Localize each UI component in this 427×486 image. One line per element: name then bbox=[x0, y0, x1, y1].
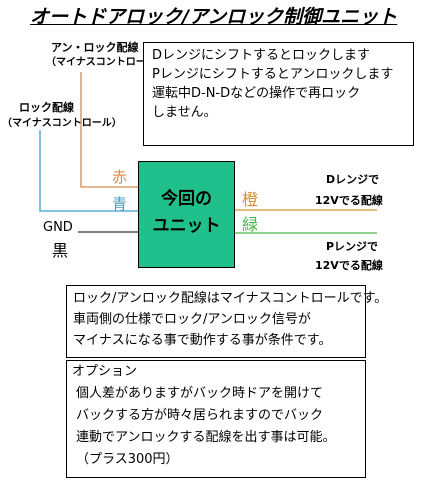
condition-info-box: ロック/アンロック配線はマイナスコントロールです。 車両側の仕様でロック/アンロ… bbox=[66, 285, 388, 358]
unlock-wire-sublabel: （マイナスコントロール） bbox=[46, 57, 166, 68]
note-line: Dレンジにシフトするとロックします bbox=[152, 48, 371, 63]
green-wire-label: 緑 bbox=[242, 215, 259, 234]
d-range-label: Dレンジで bbox=[326, 173, 380, 186]
p-range-label: Pレンジで bbox=[326, 240, 379, 253]
note-line: しません。 bbox=[152, 105, 217, 120]
orange-wire-label: 橙 bbox=[242, 190, 259, 209]
lock-wire-sublabel: （マイナスコントロール） bbox=[2, 118, 122, 129]
red-wire bbox=[80, 72, 138, 188]
option-line: バックする方が時々居られますのでバック bbox=[76, 408, 324, 423]
p-range-wire-label: 12Vでる配線 bbox=[315, 259, 383, 272]
lock-wire-label: ロック配線 bbox=[19, 101, 74, 114]
blue-wire bbox=[39, 130, 138, 212]
note-line: 運転中D-N-Dなどの操作で再ロック bbox=[152, 86, 361, 101]
unlock-wire-label: アン・ロック配線 bbox=[51, 41, 139, 54]
option-line: 個人差がありますがバック時ドアを開けて bbox=[76, 386, 324, 401]
info-line: 車両側の仕様でロック/アンロック信号が bbox=[73, 312, 311, 327]
control-unit-box: 今回の ユニット bbox=[138, 161, 235, 268]
gnd-color-label: 黒 bbox=[52, 241, 69, 260]
info-line: マイナスになる事で動作する事が条件です。 bbox=[73, 333, 332, 348]
blue-wire-label: 青 bbox=[112, 195, 128, 213]
note-line: Pレンジにシフトするとアンロックします bbox=[152, 67, 394, 82]
unit-label-line1: 今回の bbox=[161, 189, 212, 209]
option-heading: オプション bbox=[72, 364, 138, 379]
unit-label-line2: ユニット bbox=[152, 216, 221, 236]
option-line: （プラス300円） bbox=[76, 452, 179, 467]
red-wire-label: 赤 bbox=[112, 168, 128, 186]
gnd-label: GND bbox=[43, 220, 73, 235]
info-line: ロック/アンロック配線はマイナスコントロールです。 bbox=[73, 291, 388, 306]
option-line: 連動でアンロックする配線を出す事は可能。 bbox=[76, 430, 336, 445]
option-info-box: オプション 個人差がありますがバック時ドアを開けて バックする方が時々居られます… bbox=[66, 360, 366, 478]
d-range-wire-label: 12Vでる配線 bbox=[315, 194, 383, 207]
behavior-note-box: Dレンジにシフトするとロックします Pレンジにシフトするとアンロックします 運転… bbox=[143, 42, 414, 146]
diagram-title: オートドアロック/アンロック制御ユニット bbox=[30, 6, 398, 28]
